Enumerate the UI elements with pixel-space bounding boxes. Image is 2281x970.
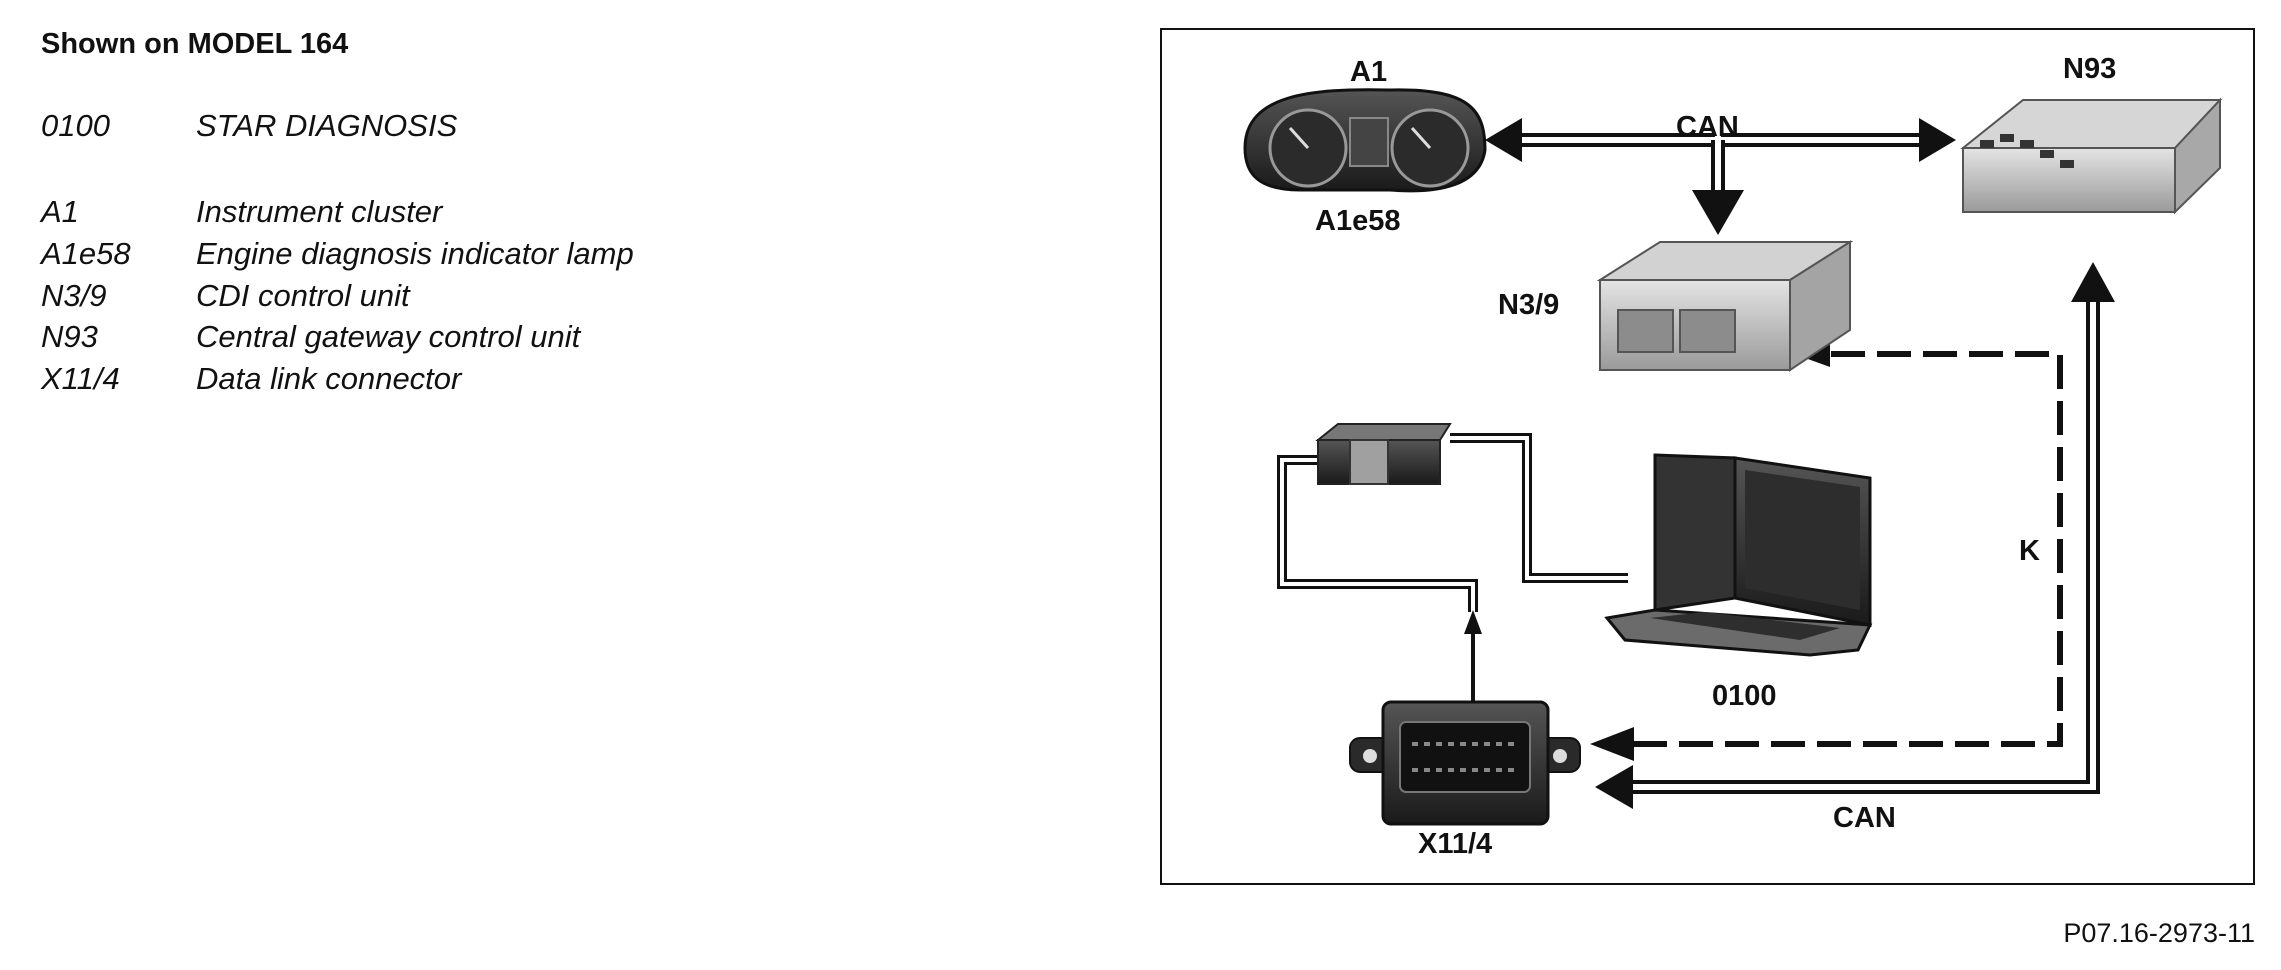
label-n3-9: N3/9 [1498,289,1559,321]
arrow-left-icon [1595,765,1633,809]
label-k: K [2019,535,2040,567]
legend-description: Engine diagnosis indicator lamp [196,236,634,271]
legend-description: CDI control unit [196,278,410,313]
legend-description: Data link connector [196,361,462,396]
arrow-left-icon [1590,727,1634,761]
legend-description: Central gateway control unit [196,319,581,354]
legend-code: A1e58 [41,236,131,271]
can-bus-top [1485,118,1956,235]
legend-code: 0100 [41,108,110,143]
arrow-down-icon [1692,190,1744,235]
arrow-left-icon [1485,118,1522,162]
arrow-right-icon [1919,118,1956,162]
figure-reference: P07.16-2973-11 [2063,918,2255,948]
arrow-up-icon [1464,610,1482,634]
data-link-connector-image [1349,700,1581,826]
legend-description: Instrument cluster [196,194,443,229]
laptop-image [1604,453,1873,657]
label-can-top: CAN [1676,111,1739,143]
legend-code: A1 [41,194,79,229]
label-n93: N93 [2063,53,2116,85]
label-a1: A1 [1350,56,1387,88]
diagram-frame [1160,28,2255,885]
gateway-module-image [1960,97,2223,215]
legend-code: X11/4 [41,361,120,396]
instrument-cluster-image [1243,88,1487,193]
label-a1e58: A1e58 [1315,205,1400,237]
diagnosis-cable [1277,433,1628,738]
page-heading: Shown on MODEL 164 [41,28,349,60]
label-can-bottom: CAN [1833,802,1896,834]
can-bus-bottom [1595,262,2115,809]
legend-code: N3/9 [41,278,107,313]
label-x11-4: X11/4 [1418,828,1492,860]
cdi-control-unit-image [1596,240,1854,372]
legend-description: STAR DIAGNOSIS [196,108,458,143]
arrow-up-icon [2071,262,2115,302]
diagnosis-interface-image [1315,423,1452,485]
label-star-diagnosis: 0100 [1712,680,1777,712]
legend-code: N93 [41,319,98,354]
